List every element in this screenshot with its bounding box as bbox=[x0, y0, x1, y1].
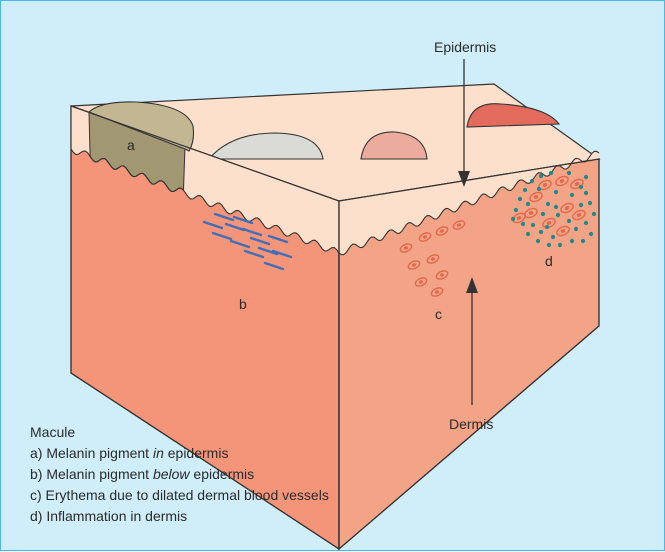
legend-item-c: c) Erythema due to dilated dermal blood … bbox=[30, 485, 329, 506]
inflammatory-cell-dot bbox=[551, 235, 555, 239]
label-d: d bbox=[545, 253, 553, 269]
inflammatory-cell-dot bbox=[549, 171, 553, 175]
epidermis-label: Epidermis bbox=[434, 39, 496, 55]
inflammatory-cell-dot bbox=[584, 175, 588, 179]
inflammatory-cell-dot bbox=[530, 179, 534, 183]
inflammatory-cell-dot bbox=[539, 230, 543, 234]
inflammatory-cell-dot bbox=[567, 219, 571, 223]
inflammatory-cell-dot bbox=[536, 239, 540, 243]
inflammatory-cell-dot bbox=[511, 217, 515, 221]
inflammatory-cell-dot bbox=[526, 202, 530, 206]
inflammatory-cell-dot bbox=[541, 212, 545, 216]
inflammatory-cell-dot bbox=[521, 222, 525, 226]
label-c: c bbox=[435, 306, 442, 322]
inflammatory-cell-dot bbox=[537, 187, 541, 191]
inflammatory-cell-dot bbox=[514, 208, 518, 212]
inflammatory-cell-dot bbox=[584, 221, 588, 225]
macule-red bbox=[467, 104, 559, 127]
inflammatory-cell-dot bbox=[584, 191, 588, 195]
inflammatory-cell-dot bbox=[531, 223, 535, 227]
legend-title: Macule bbox=[30, 422, 329, 443]
label-b: b bbox=[239, 296, 247, 312]
inflammatory-cell-dot bbox=[588, 201, 592, 205]
inflammatory-cell-dot bbox=[558, 243, 562, 247]
legend-item-d: d) Inflammation in dermis bbox=[30, 506, 329, 527]
inflammatory-cell-dot bbox=[581, 239, 585, 243]
legend-item-b: b) Melanin pigment below epidermis bbox=[30, 464, 329, 485]
legend: Macule a) Melanin pigment in epidermis b… bbox=[30, 422, 329, 527]
inflammatory-cell-dot bbox=[547, 243, 551, 247]
inflammatory-cell-dot bbox=[589, 232, 593, 236]
inflammatory-cell-dot bbox=[556, 213, 560, 217]
inflammatory-cell-dot bbox=[518, 197, 522, 201]
legend-item-a: a) Melanin pigment in epidermis bbox=[30, 443, 329, 464]
inflammatory-cell-dot bbox=[570, 239, 574, 243]
inflammatory-cell-dot bbox=[592, 212, 596, 216]
inflammatory-cell-dot bbox=[526, 232, 530, 236]
dermis-label: Dermis bbox=[449, 416, 493, 432]
inflammatory-cell-dot bbox=[523, 188, 527, 192]
inflammatory-cell-dot bbox=[579, 203, 583, 207]
label-a: a bbox=[127, 137, 135, 153]
inflammatory-cell-dot bbox=[546, 202, 550, 206]
inflammatory-cell-dot bbox=[579, 185, 583, 189]
inflammatory-cell-dot bbox=[574, 227, 578, 231]
inflammatory-cell-dot bbox=[567, 171, 571, 175]
inflammatory-cell-dot bbox=[554, 190, 558, 194]
inflammatory-cell-dot bbox=[545, 225, 549, 229]
inflammatory-cell-dot bbox=[554, 205, 558, 209]
inflammatory-cell-dot bbox=[570, 193, 574, 197]
inflammatory-cell-dot bbox=[539, 174, 543, 178]
